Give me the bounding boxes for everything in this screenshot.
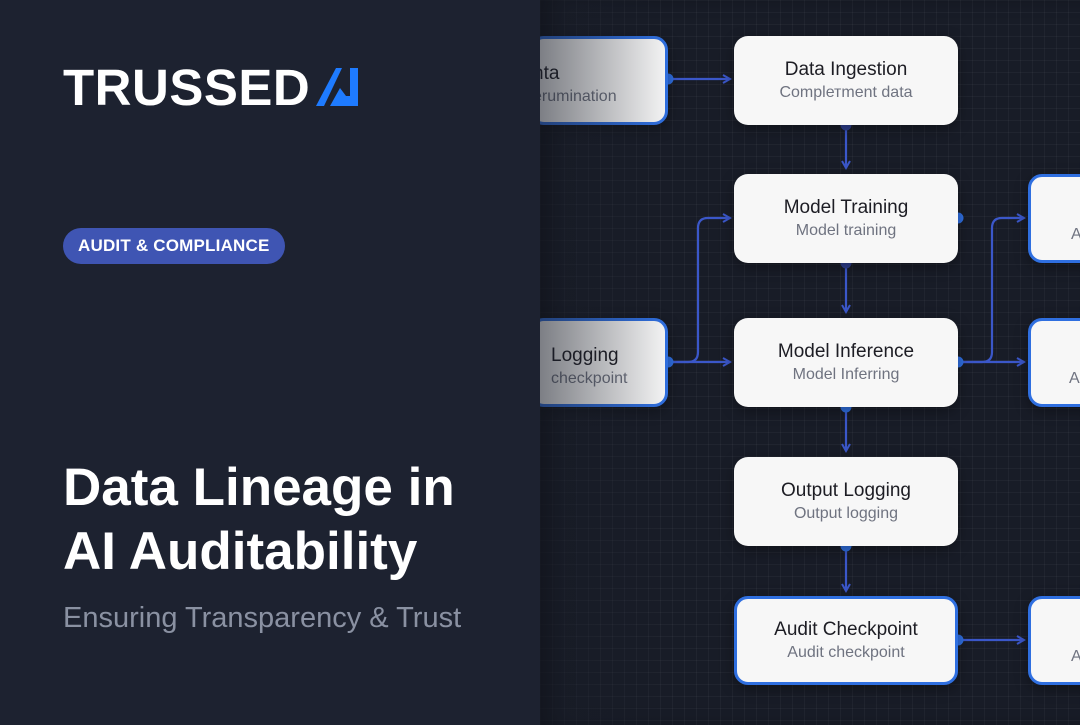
logo-text: TRUSSED [63, 59, 311, 116]
lineage-diagram: nta erumination Logging checkpoint Data … [540, 0, 1080, 725]
page-title: Data Lineage in AI Auditability [63, 456, 455, 584]
left-panel: TRUSSED AUDIT & COMPLIANCE Data Lineage … [63, 62, 462, 634]
edge-inference-righttop [958, 218, 1024, 364]
node-right-top: A [1028, 174, 1080, 263]
title-line-1: Data Lineage in [63, 458, 455, 517]
node-right-mid: Au [1028, 318, 1080, 407]
node-data-source: nta erumination [540, 36, 668, 125]
node-logging: Logging checkpoint [540, 318, 668, 407]
title-line-2: AI Auditability [63, 522, 418, 581]
node-model-inference: Model Inference Model Inferring [734, 318, 958, 407]
node-model-training: Model Training Model training [734, 174, 958, 263]
node-output-logging: Output Logging Output logging [734, 457, 958, 546]
node-right-bottom: A [1028, 596, 1080, 685]
category-badge: AUDIT & COMPLIANCE [63, 228, 285, 264]
logo: TRUSSED [63, 62, 364, 113]
page-subtitle: Ensuring Transparency & Trust [63, 602, 462, 634]
node-data-ingestion: Data Ingestion Complетment data [734, 36, 958, 125]
edge-logging-training [668, 218, 730, 364]
ai-logo-icon [312, 62, 364, 113]
node-audit-checkpoint: Audit Checkpoint Audit checkpoint [734, 596, 958, 685]
